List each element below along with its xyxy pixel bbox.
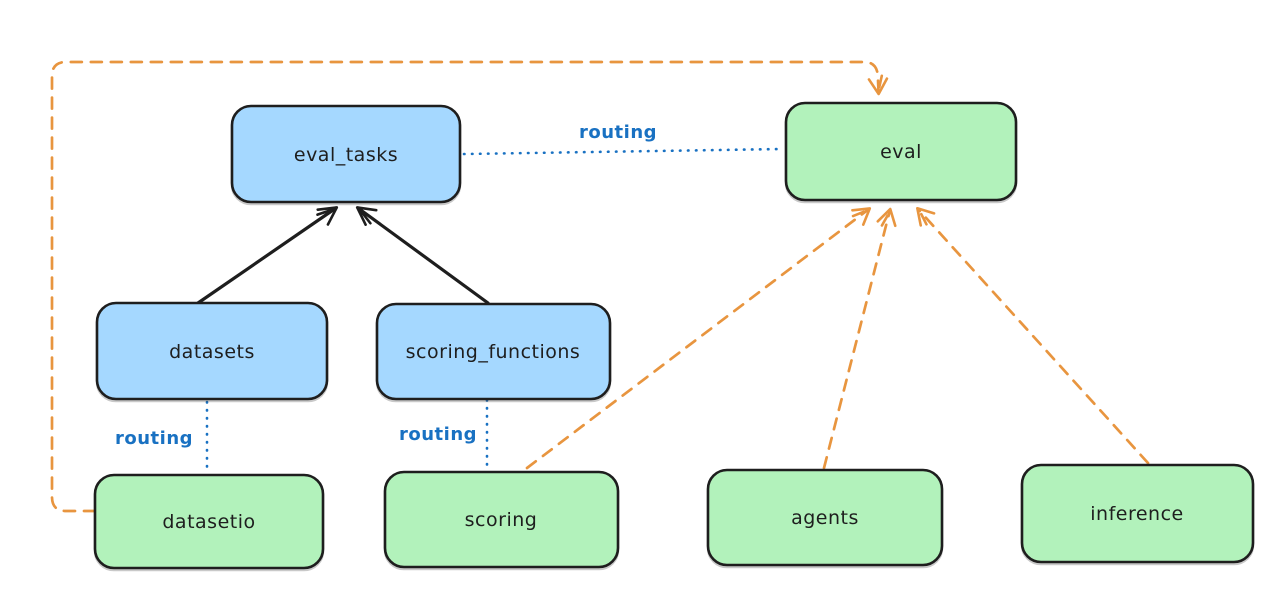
node-scoring-functions-box bbox=[375, 302, 612, 401]
edge-routing-eval-tasks-to-eval bbox=[462, 147, 785, 156]
node-datasets-box bbox=[95, 301, 329, 401]
node-scoring-functions: scoring_functions bbox=[375, 302, 612, 401]
routing-label-top: routing bbox=[579, 122, 657, 143]
edge-scoring-functions-to-eval-tasks bbox=[355, 206, 490, 305]
node-datasetio: datasetio bbox=[93, 473, 325, 570]
edge-datasetio-to-eval bbox=[50, 60, 889, 513]
node-eval-tasks-box bbox=[230, 104, 462, 204]
node-datasetio-label: datasetio bbox=[162, 511, 255, 533]
node-eval-tasks: eval_tasks bbox=[230, 104, 462, 204]
node-scoring-functions-label: scoring_functions bbox=[406, 341, 581, 363]
node-agents: agents bbox=[706, 468, 944, 567]
edge-datasets-to-eval-tasks bbox=[196, 206, 339, 305]
node-inference-label: inference bbox=[1090, 503, 1183, 525]
node-eval-label: eval bbox=[880, 141, 922, 163]
routing-label-scoring: routing bbox=[399, 424, 477, 445]
node-datasets-label: datasets bbox=[169, 341, 255, 363]
node-scoring: scoring bbox=[383, 470, 620, 569]
node-inference: inference bbox=[1020, 463, 1255, 564]
edge-scoring-to-eval bbox=[525, 207, 872, 470]
node-agents-box bbox=[706, 468, 944, 567]
routing-label-datasetio: routing bbox=[115, 428, 193, 449]
node-datasetio-box bbox=[93, 473, 325, 570]
node-eval: eval bbox=[784, 101, 1018, 202]
node-scoring-label: scoring bbox=[465, 509, 538, 531]
node-eval-tasks-label: eval_tasks bbox=[294, 144, 398, 166]
node-datasets: datasets bbox=[95, 301, 329, 401]
node-agents-label: agents bbox=[791, 507, 859, 529]
node-inference-box bbox=[1020, 463, 1255, 564]
node-scoring-box bbox=[383, 470, 620, 569]
edge-agents-to-eval bbox=[822, 207, 897, 470]
node-eval-box bbox=[784, 101, 1018, 202]
edge-inference-to-eval bbox=[916, 206, 1150, 465]
